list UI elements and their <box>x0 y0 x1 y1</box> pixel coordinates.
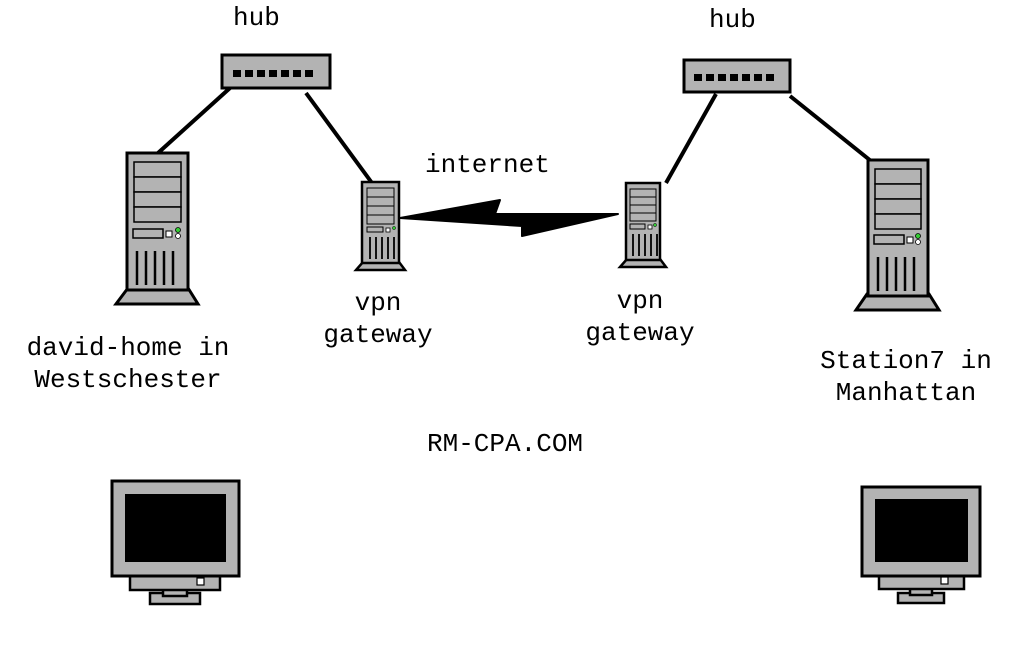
vpn-left-label: vpn gateway <box>306 287 450 351</box>
vpn-right-label-line2: gateway <box>585 318 695 348</box>
home-label: david-home in Westschester <box>0 332 256 396</box>
link-hub-left-to-vpn-left <box>304 91 374 185</box>
monitor-icon <box>860 485 982 605</box>
internet-label: internet <box>425 150 550 180</box>
home-label-line2: Westschester <box>34 365 222 395</box>
server-tower-icon <box>113 151 201 306</box>
station-label-line2: Manhattan <box>835 378 977 408</box>
home-label-line1: david-home in <box>26 333 230 363</box>
vpn-gateway-icon <box>353 180 408 272</box>
link-hub-left-to-home <box>156 86 232 155</box>
vpn-left-label-line2: gateway <box>323 320 433 350</box>
vpn-left-label-line1: vpn <box>354 288 402 318</box>
vpn-right-label: vpn gateway <box>568 285 712 349</box>
monitor-icon <box>110 479 241 606</box>
vpn-gateway-icon <box>617 181 669 269</box>
domain-label: RM-CPA.COM <box>427 429 584 459</box>
station-label-line1: Station7 in <box>820 346 992 376</box>
hub-left-label: hub <box>233 3 280 33</box>
vpn-right-label-line1: vpn <box>616 286 664 316</box>
network-hub-icon <box>220 53 332 90</box>
lightning-bolt-icon <box>399 199 619 237</box>
link-hub-right-to-vpn-right <box>664 93 718 184</box>
hub-right-label: hub <box>709 5 756 35</box>
link-hub-right-to-station <box>788 94 878 167</box>
network-hub-icon <box>682 58 792 94</box>
station-label: Station7 in Manhattan <box>796 345 1016 409</box>
server-tower-icon <box>853 158 942 312</box>
